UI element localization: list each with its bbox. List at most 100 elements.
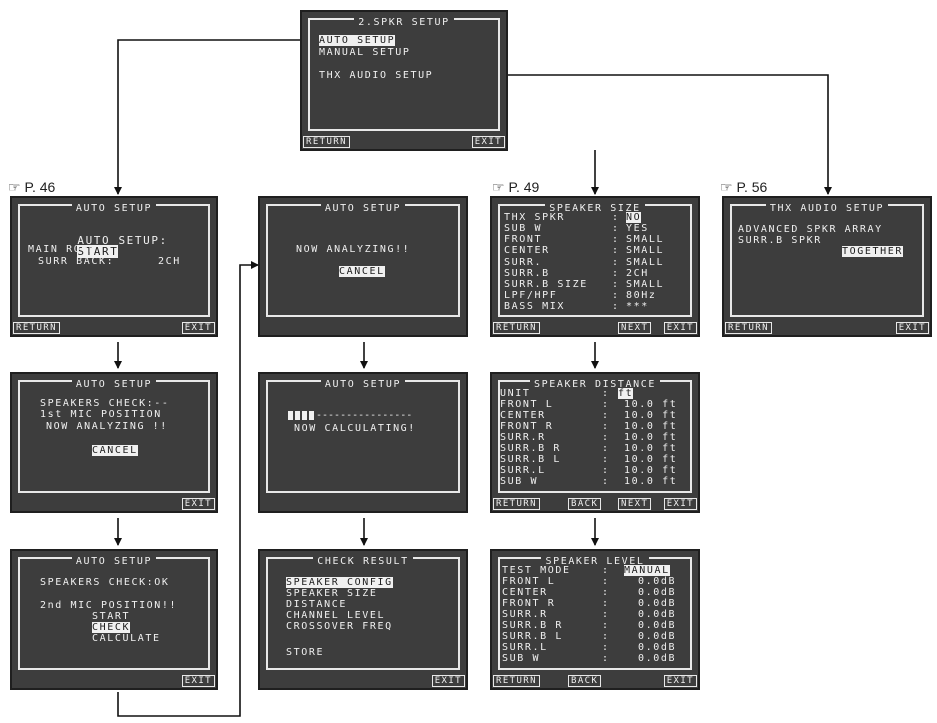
row-label: SUB W bbox=[500, 476, 539, 487]
next-button[interactable]: NEXT bbox=[618, 322, 652, 334]
row-label: FRONT L bbox=[500, 399, 554, 410]
row-value[interactable]: SMALL bbox=[626, 279, 665, 290]
screen-spkr-setup: 2.SPKR SETUP AUTO SETUP MANUAL SETUP THX… bbox=[300, 10, 508, 151]
exit-button[interactable]: EXIT bbox=[181, 498, 215, 510]
surr-back-label: SURR BACK: bbox=[38, 256, 115, 267]
row-value[interactable]: 10.0 ft bbox=[624, 432, 678, 443]
screen-title: CHECK RESULT bbox=[313, 556, 413, 567]
result-item-speaker-size[interactable]: SPEAKER SIZE bbox=[286, 588, 378, 599]
screen-title: 2.SPKR SETUP bbox=[354, 17, 454, 28]
row-label: SURR.B bbox=[504, 268, 550, 279]
row-value[interactable]: 80Hz bbox=[626, 290, 657, 301]
row-value[interactable]: SMALL bbox=[626, 245, 665, 256]
exit-button[interactable]: EXIT bbox=[431, 675, 465, 687]
exit-button[interactable]: EXIT bbox=[895, 322, 929, 334]
row-value[interactable]: 0.0dB bbox=[638, 587, 677, 598]
row-value[interactable]: 10.0 ft bbox=[624, 443, 678, 454]
row-value[interactable]: 10.0 ft bbox=[624, 399, 678, 410]
row-value[interactable]: 10.0 ft bbox=[624, 465, 678, 476]
row-value[interactable]: 10.0 ft bbox=[624, 421, 678, 432]
exit-button[interactable]: EXIT bbox=[181, 675, 215, 687]
return-button[interactable]: RETURN bbox=[493, 675, 540, 687]
store-button[interactable]: STORE bbox=[286, 647, 325, 658]
screen-check-result: CHECK RESULT SPEAKER CONFIG SPEAKER SIZE… bbox=[258, 549, 468, 690]
menu-item-manual-setup[interactable]: MANUAL SETUP bbox=[319, 47, 411, 58]
result-item-distance[interactable]: DISTANCE bbox=[286, 599, 347, 610]
row-value[interactable]: 0.0dB bbox=[638, 631, 677, 642]
row-value[interactable]: 0.0dB bbox=[638, 620, 677, 631]
row-value[interactable]: 0.0dB bbox=[638, 609, 677, 620]
exit-button[interactable]: EXIT bbox=[181, 322, 215, 334]
thx-surr-b-value[interactable]: TOGETHER bbox=[842, 246, 903, 257]
row-label: SURR.L bbox=[502, 642, 548, 653]
screen-title: THX AUDIO SETUP bbox=[765, 203, 889, 214]
screen-title: SPEAKER LEVEL bbox=[541, 556, 649, 567]
screen-title: AUTO SETUP bbox=[320, 379, 406, 390]
row-value[interactable]: 2CH bbox=[626, 268, 649, 279]
screen-title: AUTO SETUP bbox=[71, 203, 157, 214]
screen-title: AUTO SETUP bbox=[71, 556, 157, 567]
option-start[interactable]: START bbox=[92, 611, 131, 622]
exit-button[interactable]: EXIT bbox=[663, 322, 697, 334]
menu-item-auto-setup[interactable]: AUTO SETUP bbox=[319, 35, 396, 46]
back-button[interactable]: BACK bbox=[568, 675, 602, 687]
test-mode-value[interactable]: MANUAL bbox=[624, 565, 670, 576]
return-button[interactable]: RETURN bbox=[13, 322, 60, 334]
unit-value[interactable]: ft bbox=[618, 388, 634, 399]
next-button[interactable]: NEXT bbox=[618, 498, 652, 510]
screen-title: SPEAKER SIZE bbox=[545, 203, 645, 214]
back-button[interactable]: BACK bbox=[568, 498, 602, 510]
option-calculate[interactable]: CALCULATE bbox=[92, 633, 161, 644]
exit-button[interactable]: EXIT bbox=[471, 136, 505, 148]
row-label: SURR. bbox=[504, 257, 543, 268]
result-item-crossover-freq[interactable]: CROSSOVER FREQ bbox=[286, 621, 393, 632]
test-mode-label: TEST MODE bbox=[502, 565, 571, 576]
screen-speaker-distance: SPEAKER DISTANCE UNIT : ft FRONT L : 10.… bbox=[490, 372, 700, 513]
progress-bar: ---------------- bbox=[288, 410, 412, 421]
cancel-button[interactable]: CANCEL bbox=[92, 445, 138, 456]
screen-thx-audio-setup: THX AUDIO SETUP ADVANCED SPKR ARRAY SURR… bbox=[722, 196, 932, 337]
auto-setup-value[interactable]: START bbox=[77, 245, 119, 258]
mic-position: 2nd MIC POSITION!! bbox=[40, 600, 178, 611]
row-value[interactable]: 0.0dB bbox=[638, 653, 677, 664]
row-value[interactable]: 10.0 ft bbox=[624, 410, 678, 421]
screen-analyzing: AUTO SETUP NOW ANALYZING!! CANCEL bbox=[258, 196, 468, 337]
row-label: SURR.L bbox=[500, 465, 546, 476]
calculating-message: NOW CALCULATING! bbox=[294, 423, 416, 434]
screen-speaker-size: SPEAKER SIZE THX SPKR : NO SUB W : YES F… bbox=[490, 196, 700, 337]
row-value[interactable]: 0.0dB bbox=[638, 642, 677, 653]
row-value[interactable]: 10.0 ft bbox=[624, 454, 678, 465]
row-value[interactable]: SMALL bbox=[626, 234, 665, 245]
surr-back-value[interactable]: 2CH bbox=[158, 256, 181, 267]
row-value[interactable]: SMALL bbox=[626, 257, 665, 268]
row-label: FRONT bbox=[504, 234, 543, 245]
screen-calculating: AUTO SETUP ---------------- NOW CALCULAT… bbox=[258, 372, 468, 513]
option-check[interactable]: CHECK bbox=[92, 622, 131, 633]
row-value[interactable]: 10.0 ft bbox=[624, 476, 678, 487]
arrow-mic2-to-analyzing bbox=[117, 261, 259, 717]
screen-speaker-level: SPEAKER LEVEL TEST MODE : MANUAL FRONT L… bbox=[490, 549, 700, 690]
exit-button[interactable]: EXIT bbox=[663, 498, 697, 510]
row-value[interactable]: NO bbox=[626, 212, 642, 223]
return-button[interactable]: RETURN bbox=[725, 322, 772, 334]
row-label: SURR.R bbox=[500, 432, 546, 443]
row-value[interactable]: 0.0dB bbox=[638, 598, 677, 609]
result-item-channel-level[interactable]: CHANNEL LEVEL bbox=[286, 610, 386, 621]
row-value[interactable]: 0.0dB bbox=[638, 576, 677, 587]
return-button[interactable]: RETURN bbox=[303, 136, 350, 148]
row-label: SUB W bbox=[504, 223, 543, 234]
exit-button[interactable]: EXIT bbox=[663, 675, 697, 687]
speakers-check-status: SPEAKERS CHECK:OK bbox=[40, 577, 170, 588]
thx-line-surr-b: SURR.B SPKR bbox=[738, 235, 822, 246]
cancel-button[interactable]: CANCEL bbox=[339, 266, 385, 277]
row-label: SUB W bbox=[502, 653, 541, 664]
row-value[interactable]: *** bbox=[626, 301, 649, 312]
row-label: CENTER bbox=[504, 245, 550, 256]
return-button[interactable]: RETURN bbox=[493, 322, 540, 334]
screen-mic-2: AUTO SETUP SPEAKERS CHECK:OK 2nd MIC POS… bbox=[10, 549, 218, 690]
row-value[interactable]: YES bbox=[626, 223, 649, 234]
menu-item-thx-audio-setup[interactable]: THX AUDIO SETUP bbox=[319, 70, 434, 81]
result-item-speaker-config[interactable]: SPEAKER CONFIG bbox=[286, 577, 393, 588]
return-button[interactable]: RETURN bbox=[493, 498, 540, 510]
